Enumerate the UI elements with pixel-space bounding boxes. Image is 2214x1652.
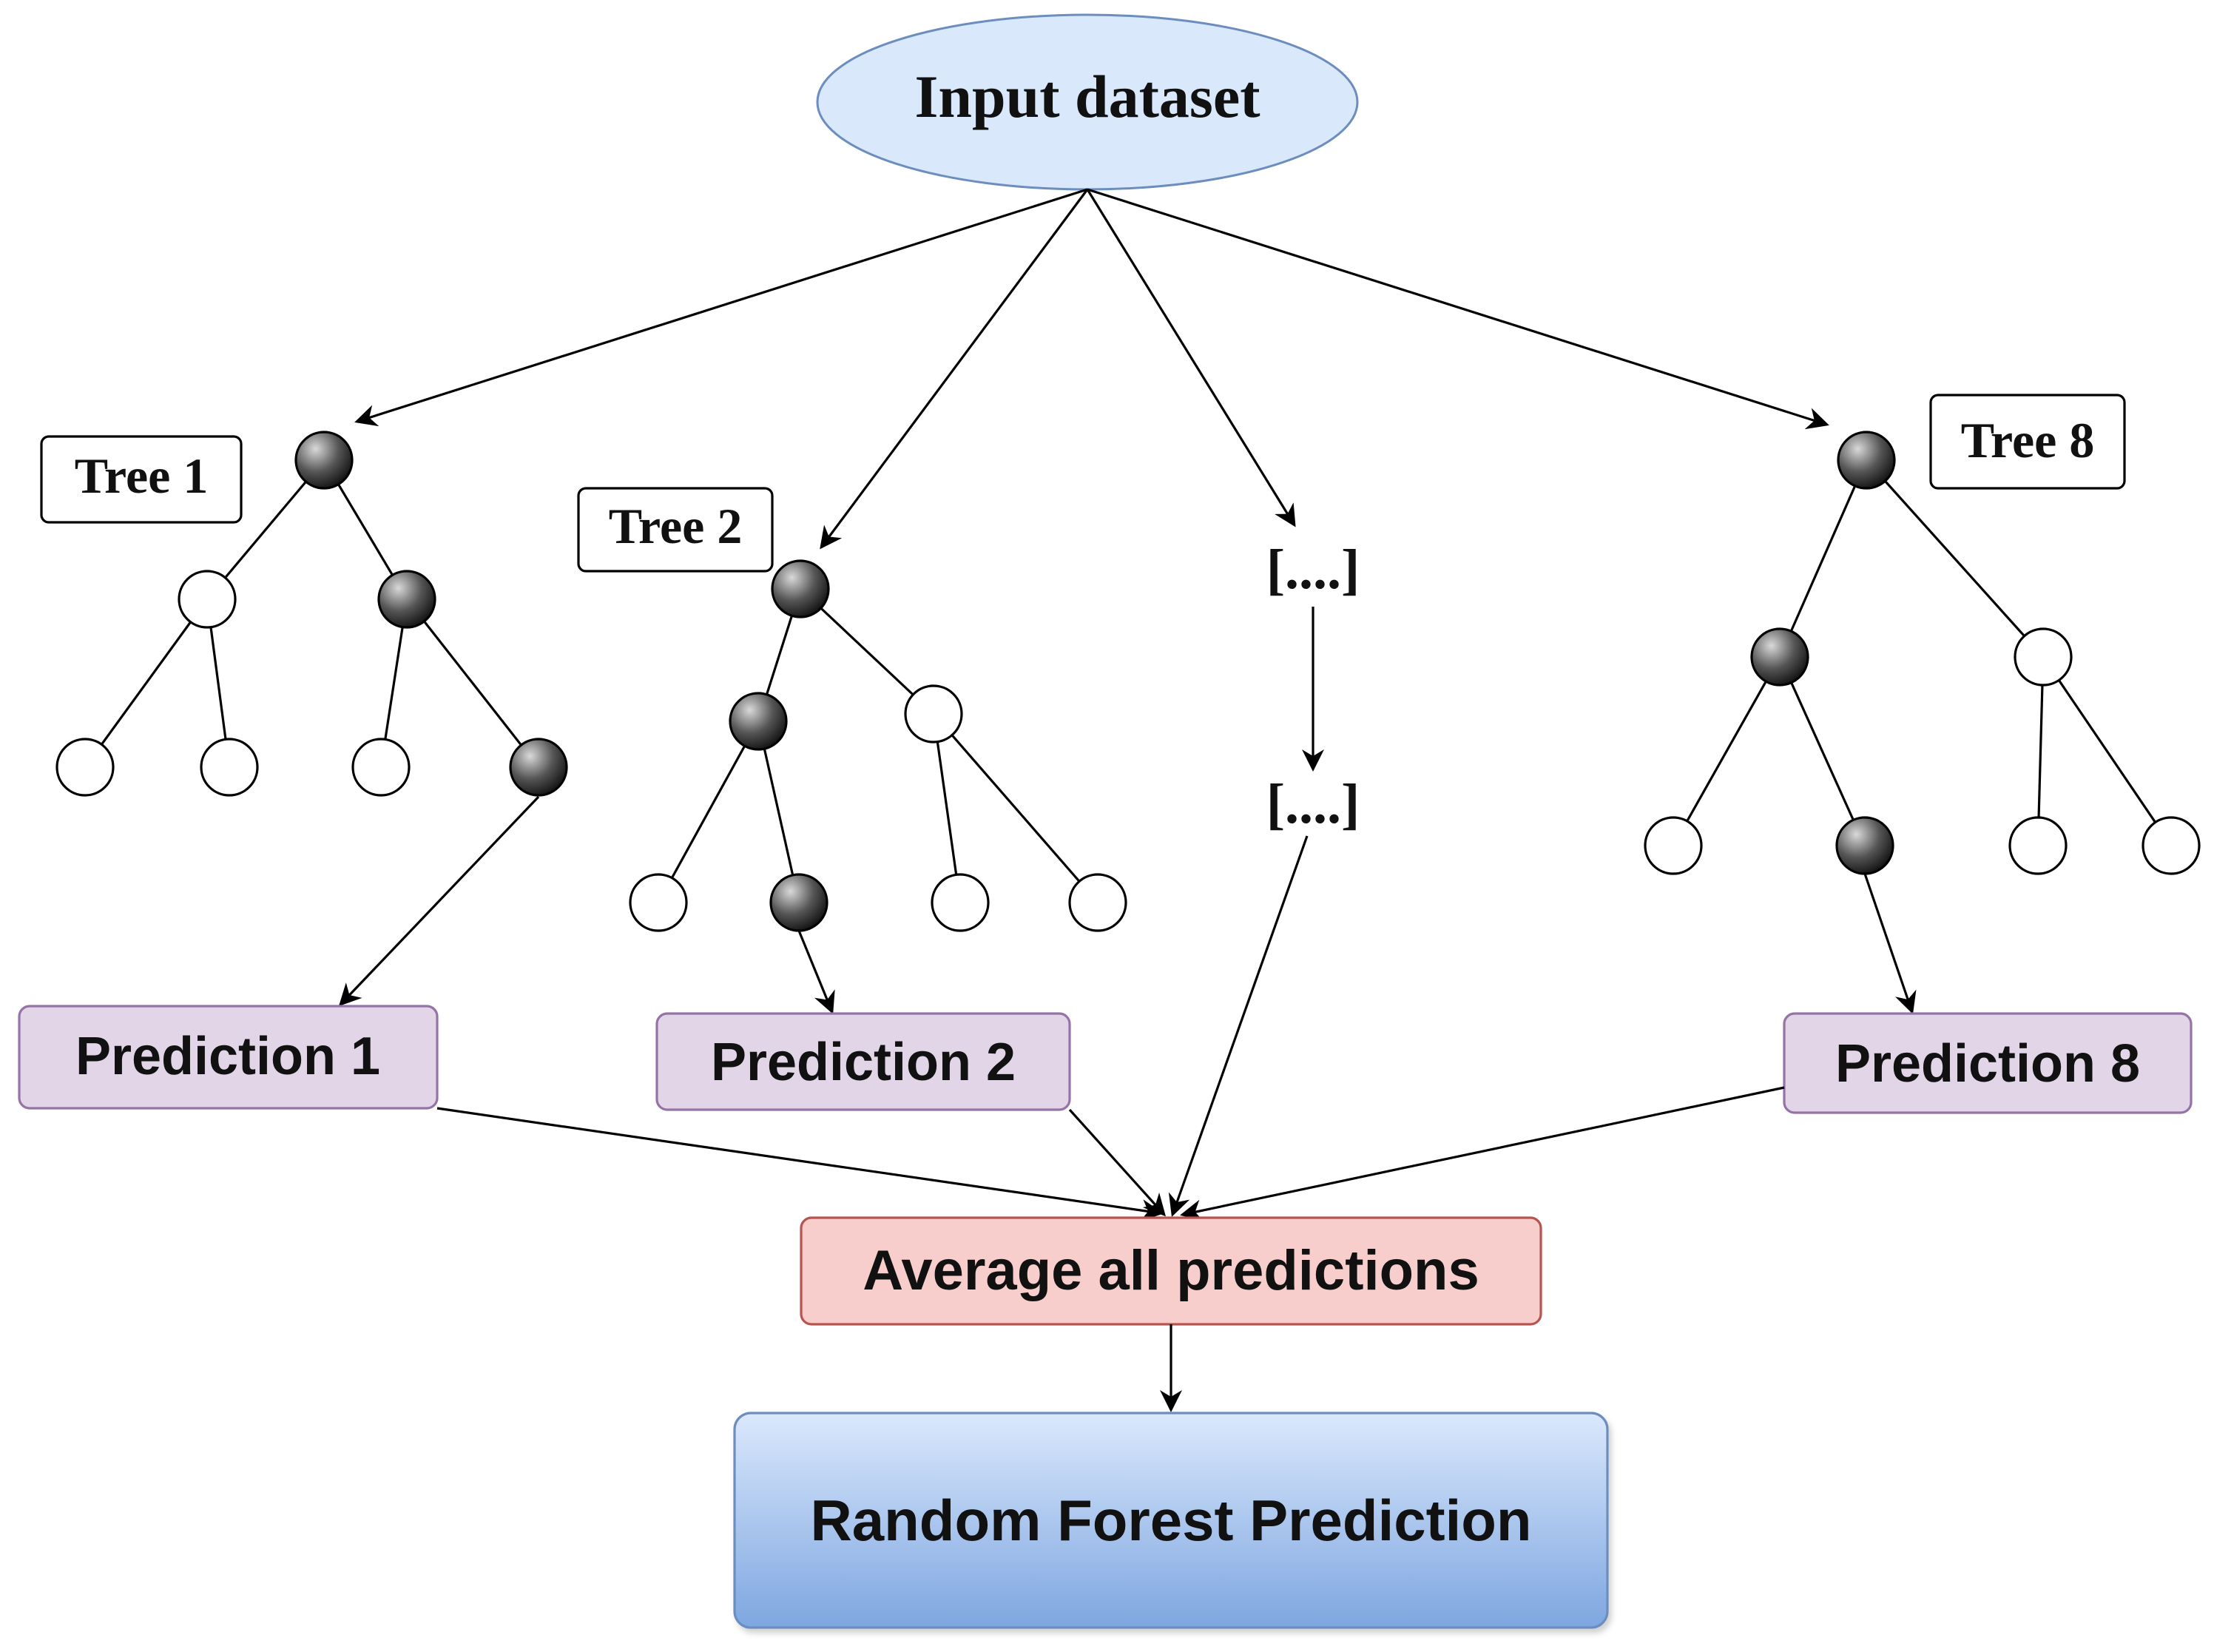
random-forest-prediction-box: Random Forest Prediction — [733, 1412, 1609, 1629]
leaf-to-prediction-arrows — [338, 795, 1917, 1014]
tree-2-leaf-open — [629, 873, 688, 932]
tree-2-node-filled — [729, 692, 788, 751]
input-dataset-label: Input dataset — [914, 63, 1260, 130]
tree-2-leaf-open — [931, 873, 990, 932]
prediction-8-label: Prediction 8 — [1835, 1034, 2140, 1093]
ellipsis-top-label: [....] — [1266, 539, 1360, 601]
arrow-input-to-tree-1 — [354, 188, 1088, 427]
tree-2-leaf-open — [1068, 873, 1127, 932]
tree-2-root-node — [771, 559, 830, 618]
arrow-input-to-tree-2 — [820, 189, 1089, 550]
arrow-input-to-tree-8 — [1087, 188, 1829, 430]
prediction-8-box: Prediction 8 — [1783, 1012, 2193, 1114]
tree-8: Tree 8 — [1644, 394, 2201, 875]
tree-8-leaf-open — [2008, 816, 2068, 875]
tree-2-edges — [657, 587, 1099, 904]
tree-1-node-filled — [377, 570, 436, 629]
tree-2-label: Tree 2 — [609, 498, 743, 554]
tree-8-leaf-open — [1644, 816, 1703, 875]
tree-2-node-open — [904, 684, 963, 744]
prediction-2-label: Prediction 2 — [711, 1033, 1016, 1092]
arrow-prediction-8-to-average — [1180, 1086, 1785, 1222]
prediction-1-box: Prediction 1 — [18, 1005, 439, 1110]
tree-1: Tree 1 — [40, 431, 568, 797]
prediction-2-box: Prediction 2 — [655, 1012, 1071, 1111]
tree-1-leaf-open — [55, 738, 115, 797]
random-forest-prediction-label: Random Forest Prediction — [810, 1488, 1531, 1553]
tree-2-label-box: Tree 2 — [577, 487, 774, 573]
tree-1-root-node — [294, 431, 354, 490]
arrow-ellipsis-to-average — [1168, 835, 1309, 1217]
tree-1-label: Tree 1 — [75, 448, 209, 504]
tree-2-leaf-selected — [769, 873, 828, 932]
tree-2: Tree 2 — [577, 487, 1127, 932]
tree-8-node-filled — [1750, 627, 1809, 687]
average-predictions-box: Average all predictions — [800, 1216, 1542, 1326]
average-predictions-label: Average all predictions — [863, 1239, 1479, 1302]
tree-8-node-open — [2014, 627, 2073, 687]
input-arrows — [354, 188, 1829, 550]
ellipsis-column: [....] [....] — [1266, 539, 1360, 835]
arrow-tree-1-to-prediction-1 — [338, 795, 540, 1007]
tree-1-leaf-open — [200, 738, 259, 797]
arrow-prediction-1-to-average — [436, 1107, 1164, 1221]
tree-1-node-open — [178, 570, 237, 629]
ellipsis-bottom-label: [....] — [1266, 773, 1360, 835]
tree-1-label-box: Tree 1 — [40, 435, 243, 524]
input-dataset-node: Input dataset — [816, 13, 1359, 191]
tree-1-leaf-selected — [509, 738, 568, 797]
prediction-1-label: Prediction 1 — [75, 1027, 380, 1086]
tree-8-label: Tree 8 — [1961, 412, 2095, 468]
arrow-prediction-2-to-average — [1068, 1108, 1167, 1217]
arrow-tree-2-to-prediction-2 — [797, 930, 835, 1014]
tree-8-label-box: Tree 8 — [1929, 394, 2126, 490]
tree-8-leaf-open — [2142, 816, 2201, 875]
tree-8-edges — [1672, 459, 2173, 846]
tree-8-root-node — [1837, 431, 1896, 490]
tree-1-leaf-open — [351, 738, 411, 797]
arrow-tree-8-to-prediction-8 — [1863, 873, 1917, 1014]
arrow-input-to-ellipsis — [1086, 189, 1296, 527]
tree-8-leaf-selected — [1835, 816, 1894, 875]
prediction-to-average-arrows — [436, 835, 1785, 1222]
